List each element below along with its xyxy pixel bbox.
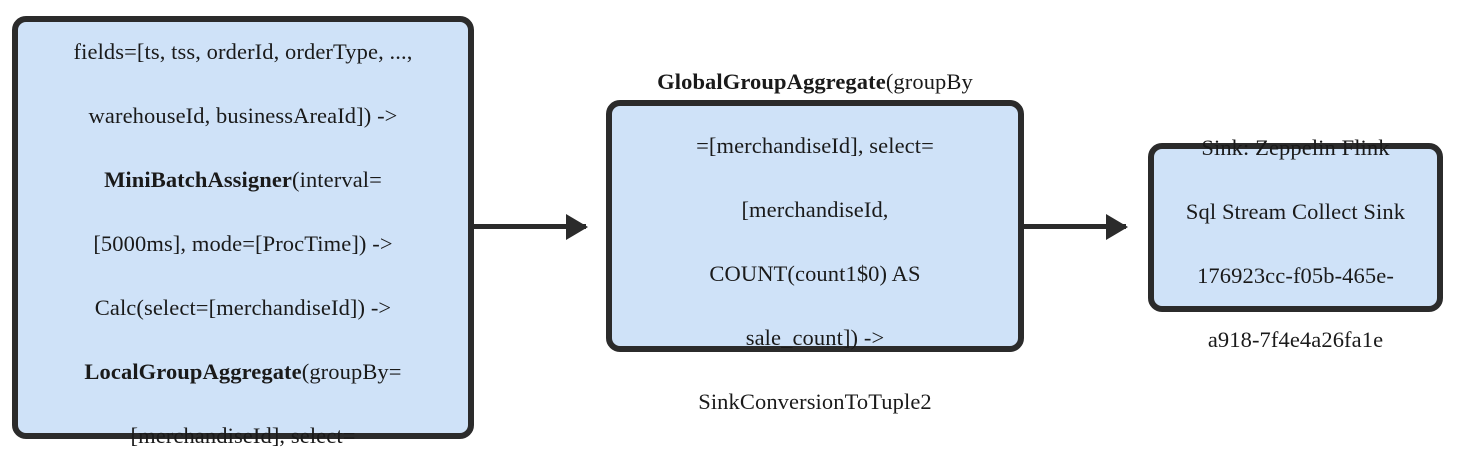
source-operator-node[interactable]: Source: TableSourceScan(table=[[hive, rt…	[12, 16, 474, 448]
global-group-aggregate-node[interactable]: GlobalGroupAggregate(groupBy =[merchandi…	[606, 69, 1024, 414]
edge-global-to-sink	[1024, 213, 1128, 240]
arrowhead-right-icon	[1106, 213, 1128, 240]
source-operator-label: Source: TableSourceScan(table=[[hive, rt…	[73, 38, 413, 448]
mini-batch-assigner-name: MiniBatchAssigner	[104, 166, 293, 192]
global-group-aggregate-name: GlobalGroupAggregate	[657, 69, 886, 94]
sink-operator-label: Sink: Zeppelin Flink Sql Stream Collect …	[1185, 134, 1406, 352]
edge-source-to-global	[474, 213, 588, 240]
global-group-aggregate-label: GlobalGroupAggregate(groupBy =[merchandi…	[657, 69, 973, 414]
sink-operator-node[interactable]: Sink: Zeppelin Flink Sql Stream Collect …	[1148, 135, 1443, 352]
local-group-aggregate-name: LocalGroupAggregate	[84, 358, 302, 384]
arrowhead-right-icon	[566, 213, 588, 240]
